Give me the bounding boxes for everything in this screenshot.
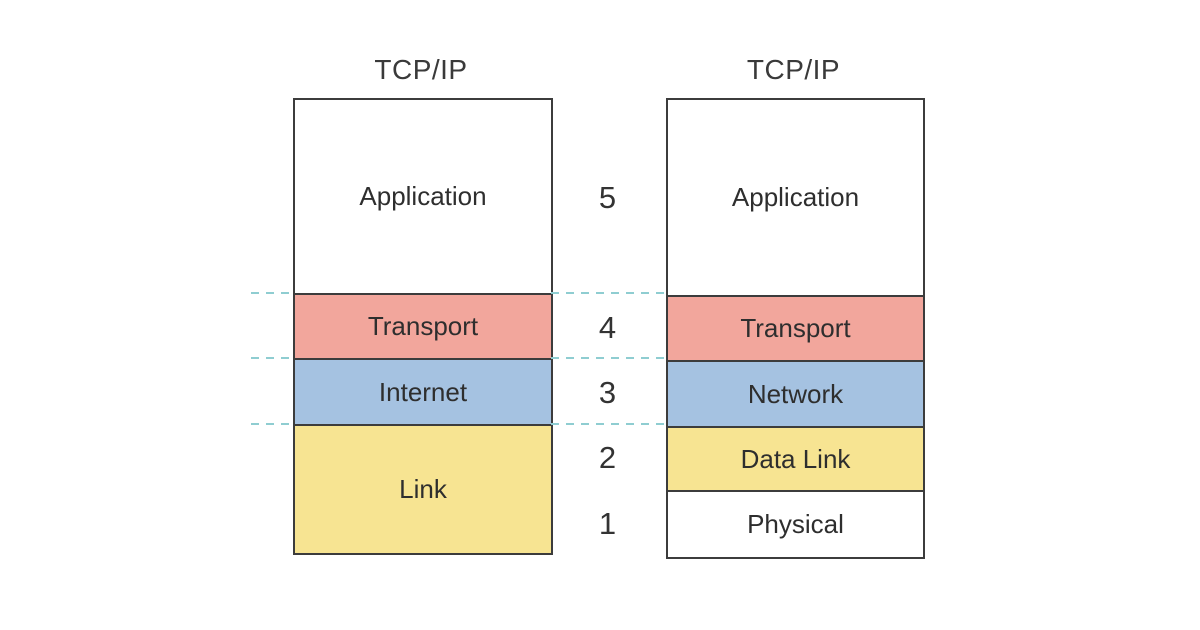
layer-numbers-column: 5 4 3 2 1 (549, 100, 666, 557)
layer-boundary-dash (551, 292, 664, 294)
layer-label: Internet (378, 376, 468, 407)
layer-number-label: 3 (598, 375, 617, 410)
layer-boundary-dash (551, 357, 664, 359)
layer-transport: Transport (668, 295, 923, 360)
layer-label: Link (399, 474, 447, 504)
layer-physical: Physical (668, 490, 923, 557)
layer-label: Data Link (740, 443, 851, 474)
layer-number-2: 2 (549, 426, 666, 490)
layer-label: Network (747, 378, 844, 409)
layer-boundary-dash (251, 292, 291, 294)
layer-boundary-dash (251, 423, 291, 425)
layer-data-link: Data Link (668, 426, 923, 490)
layer-application: Application (295, 100, 551, 293)
layer-link: Link (295, 424, 551, 553)
layer-internet: Internet (295, 358, 551, 424)
layer-boundary-dash (251, 357, 291, 359)
layer-network: Network (668, 360, 923, 426)
layer-label: Application (359, 181, 487, 211)
layer-number-label: 1 (598, 505, 617, 541)
layer-number-label: 2 (598, 440, 617, 475)
layer-number-label: 4 (598, 309, 617, 345)
layer-number-3: 3 (549, 360, 666, 426)
left-stack-title: TCP/IP (374, 54, 468, 85)
layer-transport: Transport (295, 293, 551, 358)
layer-number-label: 5 (598, 179, 617, 215)
right-stack-title: TCP/IP (746, 54, 841, 85)
layer-boundary-dash (551, 423, 664, 425)
layer-label: Application (731, 182, 860, 212)
layer-label: Physical (747, 509, 844, 539)
layer-label: Transport (367, 311, 479, 341)
layer-application: Application (668, 100, 923, 295)
layer-number-1: 1 (549, 490, 666, 557)
layer-number-4: 4 (549, 295, 666, 360)
layer-label: Transport (740, 313, 851, 343)
layer-number-5: 5 (549, 100, 666, 295)
